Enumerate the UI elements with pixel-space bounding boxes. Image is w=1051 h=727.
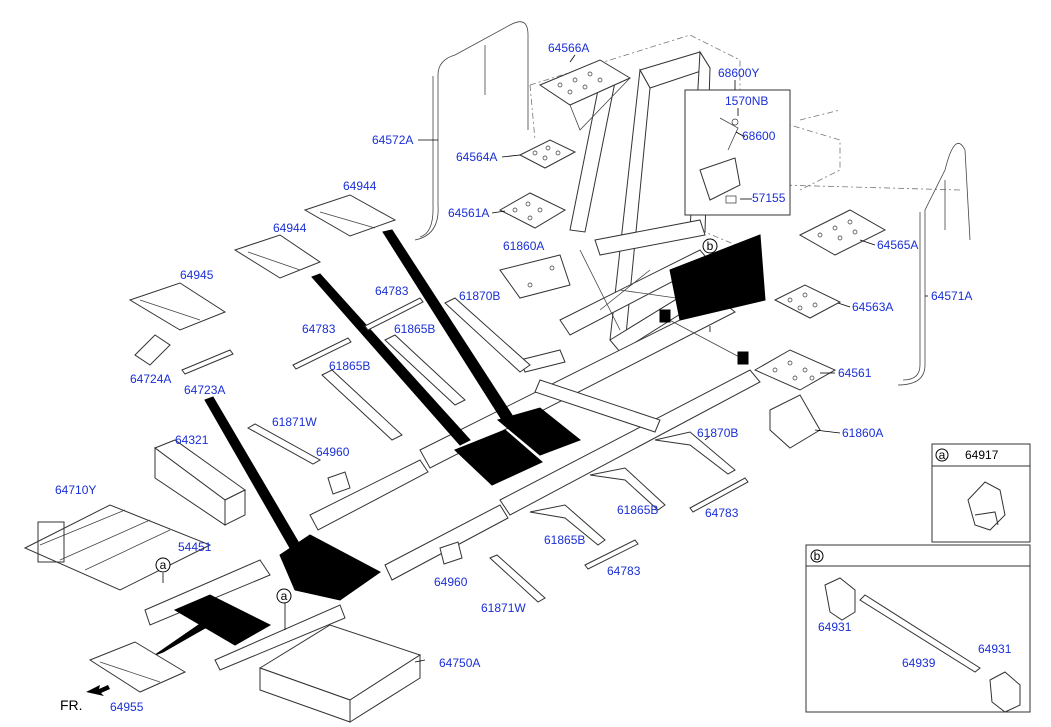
plates	[88, 194, 397, 693]
part-label[interactable]: 57155	[752, 191, 786, 205]
part-label[interactable]: 68600	[742, 129, 776, 143]
callout-a-lower[interactable]: a	[276, 588, 292, 604]
brackets	[134, 254, 821, 603]
part-label[interactable]: 64783	[607, 564, 641, 578]
part-label[interactable]: 64710Y	[55, 483, 96, 497]
clip-left-icon	[824, 577, 856, 621]
front-assemblies	[23, 89, 791, 723]
part-label[interactable]: 61865B	[394, 322, 435, 336]
part-label[interactable]: 64571A	[931, 289, 972, 303]
fr-label: FR.	[60, 697, 83, 713]
part-label[interactable]: 64561	[838, 366, 872, 380]
callout-b-label: b	[707, 239, 714, 253]
detail-b-right-part[interactable]: 64931	[978, 642, 1012, 656]
part-label[interactable]: 61865B	[617, 503, 658, 517]
part-label[interactable]: 61870B	[697, 426, 738, 440]
part-label[interactable]: 64783	[705, 506, 739, 520]
part-label[interactable]: 64960	[434, 575, 468, 589]
part-label[interactable]: 64750A	[439, 656, 480, 670]
detail-b-center-part[interactable]: 64939	[902, 656, 936, 670]
leader-lines	[162, 54, 928, 663]
part-label[interactable]: 64572A	[372, 133, 413, 147]
part-label[interactable]: 64783	[302, 322, 336, 336]
part-label[interactable]: 61860A	[503, 239, 544, 253]
clip-right-icon	[989, 671, 1021, 713]
part-label[interactable]: 61865B	[544, 533, 585, 547]
callout-a-label: a	[160, 558, 167, 572]
part-label[interactable]: 61865B	[329, 359, 370, 373]
part-label[interactable]: 54451	[178, 540, 212, 554]
part-label[interactable]: 64321	[175, 433, 209, 447]
part-label[interactable]: 64723A	[184, 383, 225, 397]
part-label[interactable]: 61870B	[459, 289, 500, 303]
part-label[interactable]: 68600Y	[718, 66, 759, 80]
rear-mat	[659, 234, 766, 365]
seat-bracket-icon	[967, 481, 1006, 531]
part-label[interactable]: 64783	[375, 284, 409, 298]
callout-a-upper[interactable]: a	[155, 557, 171, 573]
detail-b-left-part[interactable]: 64931	[818, 620, 852, 634]
part-label[interactable]: 64566A	[548, 41, 589, 55]
part-label[interactable]: 61871W	[481, 601, 526, 615]
step-pads	[498, 59, 887, 391]
part-labels: 64566A 68600Y 1570NB 68600 57155 64572A …	[55, 41, 972, 714]
detail-a-part[interactable]: 64917	[965, 448, 999, 462]
detail-b-marker: b	[814, 549, 821, 563]
part-label[interactable]: 64565A	[877, 238, 918, 252]
detail-box-a: a 64917	[931, 443, 1031, 543]
part-label[interactable]: 64564A	[456, 150, 497, 164]
detail-box-b: b 64931 64939 64931	[805, 544, 1031, 713]
part-label[interactable]: 64724A	[130, 372, 171, 386]
part-label[interactable]: 64955	[110, 700, 144, 714]
front-arrow-icon	[86, 685, 110, 696]
callout-b[interactable]: b	[702, 238, 718, 254]
handrail-left	[414, 21, 529, 241]
detail-a-marker: a	[939, 448, 946, 462]
part-label[interactable]: 61871W	[272, 415, 317, 429]
rail-strip-icon	[859, 594, 981, 673]
part-label[interactable]: 1570NB	[725, 94, 768, 108]
front-direction-indicator: FR.	[60, 685, 110, 713]
part-label[interactable]: 64944	[343, 179, 377, 193]
part-label[interactable]: 64563A	[852, 300, 893, 314]
part-label[interactable]: 64561A	[448, 206, 489, 220]
part-label[interactable]: 61860A	[842, 426, 883, 440]
part-label[interactable]: 64944	[273, 221, 307, 235]
part-label[interactable]: 64960	[316, 445, 350, 459]
floor-mats	[154, 229, 581, 656]
callout-a-label: a	[281, 589, 288, 603]
handrail-right	[897, 143, 971, 386]
part-label[interactable]: 64945	[180, 268, 214, 282]
